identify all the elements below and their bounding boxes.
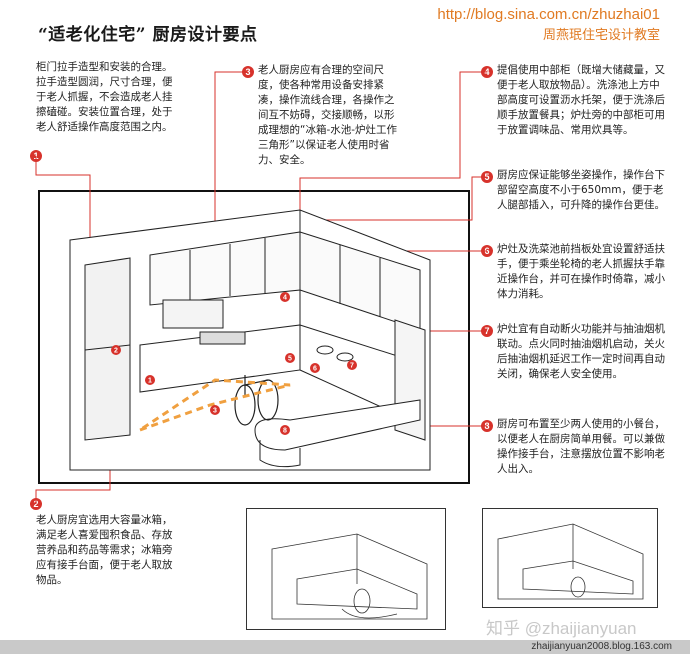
svg-text:8: 8 xyxy=(283,428,287,435)
note-4-text: 提倡使用中部柜（既增大储藏量，又便于老人取放物品）。洗涤池上方中部高度可设置沥水… xyxy=(497,64,665,136)
kitchen-thumbnail-left xyxy=(246,508,446,630)
work-triangle-path xyxy=(139,378,291,432)
note-3-text: 老人厨房应有合理的空间尺度，使各种常用设备安排紧凑，操作流线合理，各操作之间互不… xyxy=(258,64,398,166)
kitchen-walls xyxy=(69,209,431,471)
kitchen-thumbnail-left-drawing xyxy=(271,533,428,620)
svg-text:3: 3 xyxy=(213,408,217,415)
footer-bar xyxy=(0,640,690,654)
blog-subtitle: 周燕珉住宅设计教室 xyxy=(542,28,660,43)
page-title: “适老化住宅” 厨房设计要点 xyxy=(38,25,258,45)
inline-badges: 2 1 3 4 5 6 7 8 xyxy=(111,292,357,435)
note-8-text: 厨房可布置至少两人使用的小餐台，以便老人在厨房简单用餐。可以兼做操作接手台，注意… xyxy=(497,418,665,475)
svg-text:6: 6 xyxy=(313,366,317,373)
svg-text:4: 4 xyxy=(283,295,287,302)
note-2-text: 老人厨房宜选用大容量冰箱，满足老人喜爱囤积食品、存放营养品和药品等需求；冰箱旁应… xyxy=(36,514,173,586)
note-5-text: 厨房应保证能够坐姿操作，操作台下部留空高度不小于650mm，便于老人腿部插入，可… xyxy=(497,169,665,211)
kitchen-thumbnail-right xyxy=(482,508,658,608)
svg-text:2: 2 xyxy=(114,348,118,355)
note-6-text: 炉灶及洗菜池前挡板处宜设置舒适扶手，便于乘坐轮椅的老人抓握扶手靠近操作台，并可在… xyxy=(497,243,665,300)
note-1-text: 柜门拉手造型和安装的合理。拉手造型圆润，尺寸合理，便于老人抓握，不会造成老人挂擦… xyxy=(36,61,173,133)
svg-text:1: 1 xyxy=(148,378,152,385)
blog-url[interactable]: http://blog.sina.com.cn/zhuzhai01 xyxy=(437,6,660,23)
svg-text:5: 5 xyxy=(288,356,292,363)
svg-text:7: 7 xyxy=(350,363,354,370)
kitchen-thumbnail-right-drawing xyxy=(497,523,644,600)
note-7-text: 炉灶宜有自动断火功能并与抽油烟机联动。点火同时抽油烟机启动，关火后抽油烟机延迟工… xyxy=(497,323,665,380)
footer-url[interactable]: zhaijianyuan2008.blog.163.com xyxy=(531,641,672,652)
wheelchair-icon xyxy=(234,375,279,426)
watermark: 知乎 @zhaijianyuan xyxy=(486,619,637,638)
